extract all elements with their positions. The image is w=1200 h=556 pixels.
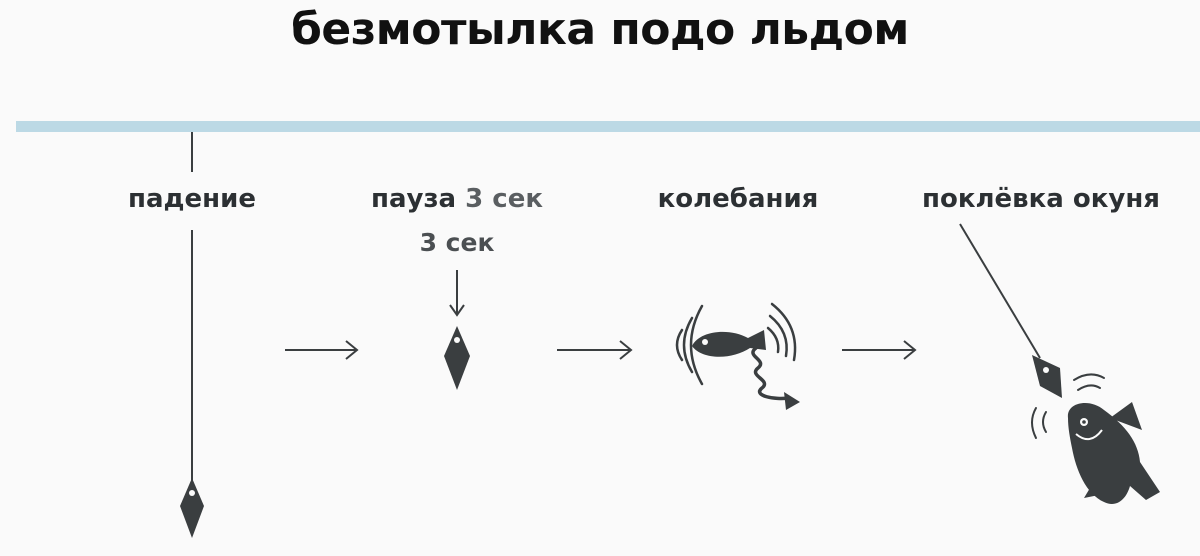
lure-strike-icon: [1032, 355, 1062, 398]
lure-falling-icon: [180, 478, 204, 538]
fishing-line: [959, 223, 1041, 359]
vibration-lines-icon: [675, 302, 797, 386]
page-title: безмотылка подо льдом: [291, 4, 909, 55]
lure-pause-icon: [444, 326, 470, 390]
step-label-fall: падение: [128, 184, 256, 214]
down-arrow-icon: [449, 270, 465, 317]
step-label-wobble: колебания: [657, 184, 819, 214]
arrow-icon: [842, 340, 917, 360]
arrow-icon: [285, 340, 359, 360]
perch-strike-icon: [1031, 373, 1160, 505]
step-label-pause-accent: 3 сек: [465, 184, 544, 214]
arrow-icon: [557, 340, 633, 360]
step-sublabel-pause: 3 сек: [419, 228, 495, 257]
step-label-strike: поклёвка окуня: [922, 184, 1160, 214]
step-label-pause: пауза 3 сек: [371, 184, 543, 214]
step-label-pause-main: пауза: [370, 184, 457, 214]
ice-surface: [16, 121, 1200, 132]
lure-wobbling-icon: [675, 302, 800, 410]
